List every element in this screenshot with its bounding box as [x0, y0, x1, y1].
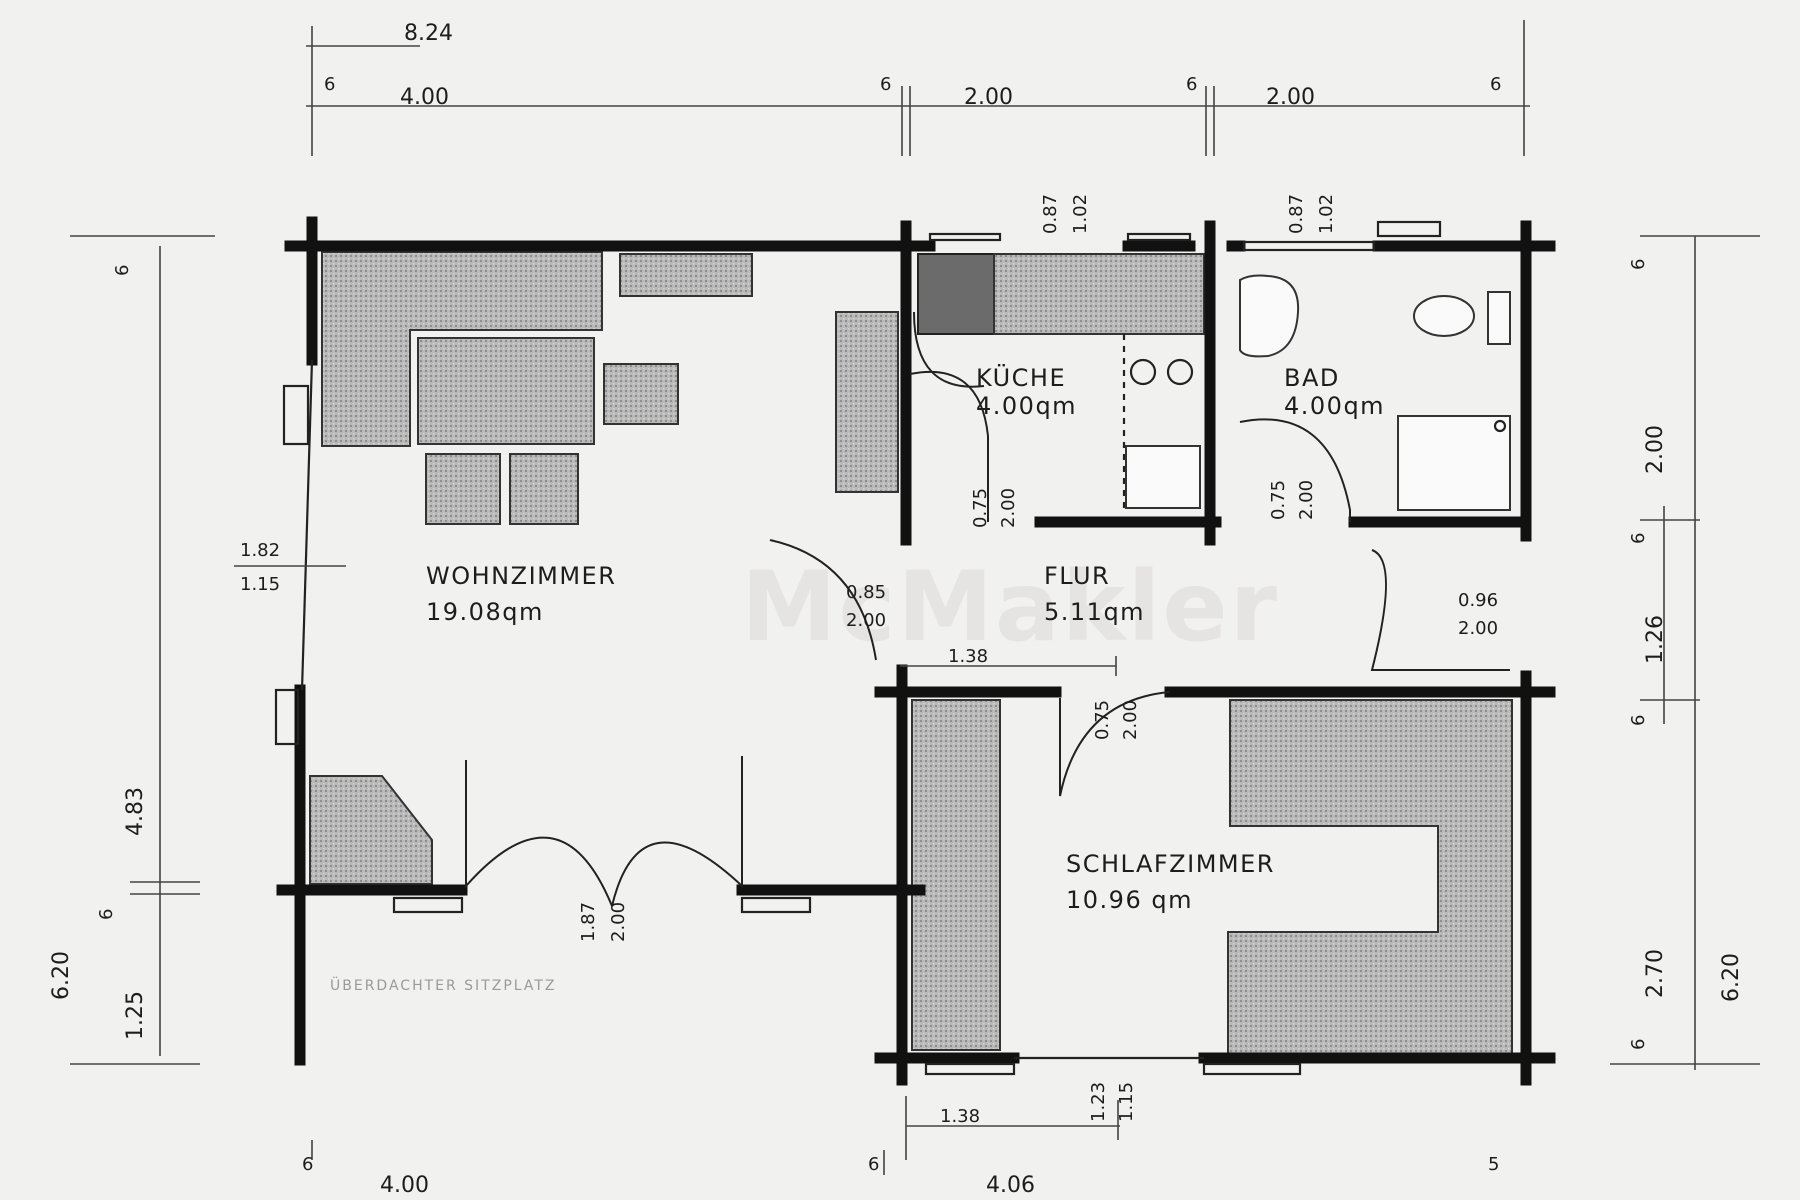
toilet-tank: [1487, 291, 1511, 345]
burner-2: [1166, 358, 1194, 386]
dim-bedroom-window-w: 1.23: [1088, 1082, 1109, 1122]
dim-right-wall-bottom: 6: [1628, 1039, 1649, 1050]
dim-top-span-3: 2.00: [1266, 85, 1315, 110]
doors: [465, 311, 1510, 907]
room-area-bad: 4.00qm: [1284, 392, 1385, 420]
dim-top-wall-4: 6: [1490, 74, 1501, 95]
room-name-kueche: KÜCHE: [976, 363, 1066, 392]
room-name-bad: BAD: [1284, 364, 1340, 392]
dim-right-total: 6.20: [1719, 953, 1744, 1002]
armchair: [603, 363, 679, 425]
walls: [276, 216, 1556, 1086]
double-bed: [1227, 699, 1513, 1055]
burner-1: [1129, 358, 1157, 386]
dimension-text: 8.24 6 4.00 6 2.00 6 2.00 6 6 4.83 6 6.2…: [49, 21, 1744, 1198]
living-door-swing: [769, 539, 877, 661]
shower-tray: [1397, 415, 1511, 511]
dim-left-wall-mid: 6: [96, 909, 117, 920]
terrace-door-left: [465, 760, 613, 907]
dim-bottom-wall-1: 6: [302, 1154, 313, 1175]
furniture: [309, 251, 1513, 1055]
dim-top-wall-2: 6: [880, 74, 891, 95]
entry-door-swing: [1370, 549, 1510, 671]
corner-sofa: [321, 251, 603, 447]
room-area-kueche: 4.00qm: [976, 392, 1077, 420]
dim-top-total: 8.24: [404, 21, 453, 46]
dim-left-span-main: 4.83: [123, 787, 148, 836]
dim-kitchen-door-h: 2.00: [998, 488, 1019, 528]
dim-kitchen-door-w: 0.75: [970, 488, 991, 528]
dim-living-door-h: 2.00: [846, 610, 886, 631]
bedroom-wardrobe: [911, 699, 1001, 1051]
dim-entry-door-h: 2.00: [1458, 618, 1498, 639]
bath-door-swing: [1239, 418, 1351, 522]
dim-bottom-span-1: 4.00: [380, 1173, 429, 1198]
dim-top-span-2: 2.00: [964, 85, 1013, 110]
dim-bath-window-h: 1.02: [1316, 194, 1337, 234]
kitchen-sink: [1125, 445, 1201, 509]
terrace-note: ÜBERDACHTER SITZPLATZ: [330, 976, 557, 994]
dim-bedroom-door-w: 0.75: [1092, 700, 1113, 740]
dim-right-wall-3: 6: [1628, 715, 1649, 726]
dim-bedroom-window-offset: 1.38: [940, 1106, 980, 1127]
windows: [274, 220, 1442, 1076]
dim-top-span-1: 4.00: [400, 85, 449, 110]
dim-bedroom-window-h: 1.15: [1116, 1082, 1137, 1122]
dim-bath-door-h: 2.00: [1296, 480, 1317, 520]
washbasin: [1239, 274, 1300, 358]
dim-left-span-lower: 1.25: [123, 991, 148, 1040]
kitchen-stove: [917, 253, 995, 335]
dim-terrace-door-w: 1.87: [578, 902, 599, 942]
dim-living-door-w: 0.85: [846, 582, 886, 603]
kitchen-door-swing: [909, 370, 989, 522]
wall-cabinet: [835, 311, 899, 493]
sideboard-top: [619, 253, 753, 297]
toilet-bowl: [1413, 295, 1475, 337]
dim-entry-door-w: 0.96: [1458, 590, 1498, 611]
dim-bath-window-w: 0.87: [1286, 194, 1307, 234]
dim-bath-door-w: 0.75: [1268, 480, 1289, 520]
room-labels: WOHNZIMMER 19.08qm KÜCHE 4.00qm BAD 4.00…: [330, 363, 1385, 994]
dim-kitchen-window-h: 1.02: [1070, 194, 1091, 234]
dim-right-span-1: 2.00: [1643, 425, 1668, 474]
dim-right-span-2: 1.26: [1643, 615, 1668, 664]
room-name-schlafzimmer: SCHLAFZIMMER: [1066, 850, 1275, 878]
watermark: McMakler: [741, 551, 1279, 663]
dim-terrace-door-h: 2.00: [608, 902, 629, 942]
dim-living-window-h: 1.15: [240, 574, 280, 595]
dim-right-span-3: 2.70: [1643, 949, 1668, 998]
room-area-flur: 5.11qm: [1044, 598, 1145, 626]
dim-bedroom-door-h: 2.00: [1120, 700, 1141, 740]
kitchen-counter: [993, 253, 1205, 335]
dim-left-wall-top: 6: [112, 265, 133, 276]
dimension-lines: [70, 20, 1760, 1175]
room-name-flur: FLUR: [1044, 562, 1110, 590]
dim-right-wall-top: 6: [1628, 259, 1649, 270]
room-area-wohnzimmer: 19.08qm: [426, 598, 544, 626]
dim-top-wall-3: 6: [1186, 74, 1197, 95]
dim-bottom-wall-2: 6: [868, 1154, 879, 1175]
dim-bottom-span-2: 4.06: [986, 1173, 1035, 1198]
room-name-wohnzimmer: WOHNZIMMER: [426, 562, 616, 590]
kitchen-inner-door: [913, 311, 985, 388]
dim-living-window-w: 1.82: [240, 540, 280, 561]
terrace-door-right: [611, 756, 743, 907]
dim-top-wall-1: 6: [324, 74, 335, 95]
dim-kitchen-window-w: 0.87: [1040, 194, 1061, 234]
dining-chair-right: [509, 453, 579, 525]
dim-bottom-wall-3: 5: [1488, 1154, 1499, 1175]
dim-hall-span: 1.38: [948, 646, 988, 667]
shower-drain: [1493, 419, 1507, 433]
dim-left-total: 6.20: [49, 951, 74, 1000]
dim-right-wall-2: 6: [1628, 533, 1649, 544]
room-area-schlafzimmer: 10.96 qm: [1066, 886, 1193, 914]
bedroom-door-swing: [1059, 691, 1171, 797]
dining-chair-left: [425, 453, 501, 525]
corner-cabinet: [309, 775, 433, 885]
coffee-table: [417, 337, 595, 445]
